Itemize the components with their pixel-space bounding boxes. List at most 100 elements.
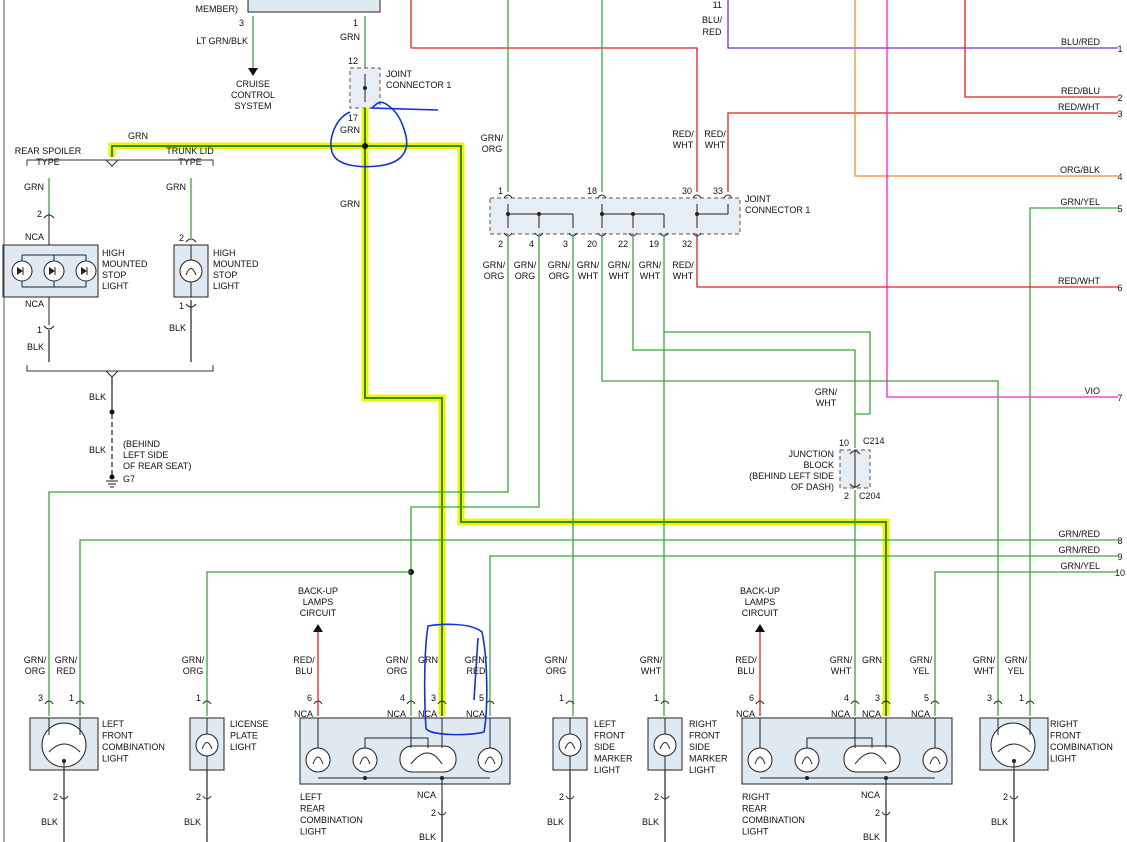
component-label: LIGHT bbox=[102, 754, 129, 764]
cruise-label: SYSTEM bbox=[234, 101, 271, 111]
wire-label: GRN bbox=[24, 182, 44, 192]
wire-label: ORG bbox=[515, 271, 536, 281]
wire-label: GRN bbox=[340, 125, 360, 135]
wire-label: GRN/ bbox=[608, 260, 631, 270]
component-label: REAR bbox=[300, 804, 326, 814]
pin-label: 2 bbox=[844, 491, 849, 501]
nca-label: NCA bbox=[911, 709, 930, 719]
component-label: MARKER bbox=[594, 754, 633, 764]
ground-label: OF REAR SEAT) bbox=[123, 461, 191, 471]
component-label: SIDE bbox=[689, 742, 710, 752]
wire-red-blu bbox=[964, 0, 1118, 98]
wire-label: RED bbox=[56, 666, 76, 676]
wire-label: BLK bbox=[184, 817, 201, 827]
body-control-module bbox=[247, 0, 381, 13]
wire-label: BLK bbox=[547, 817, 564, 827]
connector-icon bbox=[185, 238, 197, 243]
jb-label: JUNCTION bbox=[789, 449, 835, 459]
wire-red-blu bbox=[411, 47, 698, 192]
connector-icon bbox=[850, 700, 860, 705]
component-label: COMBINATION bbox=[1050, 742, 1113, 752]
wire-label: RED/ bbox=[735, 655, 757, 665]
connector-icon bbox=[660, 700, 670, 705]
wire-number: 6 bbox=[1117, 283, 1122, 293]
pin-label: 2 bbox=[431, 808, 436, 818]
pin-label: 3 bbox=[38, 693, 43, 703]
wire-org-blk bbox=[854, 0, 1118, 177]
wire-label: RED bbox=[702, 27, 722, 37]
component-label: LEFT bbox=[102, 719, 125, 729]
wire-label: BLU/RED bbox=[1061, 37, 1101, 47]
connector-icon bbox=[597, 194, 607, 199]
lamp-group bbox=[747, 745, 948, 773]
connector-icon bbox=[881, 700, 891, 705]
jc-label: CONNECTOR 1 bbox=[745, 205, 810, 215]
connector-icon bbox=[755, 700, 765, 705]
pin-label: 1 bbox=[353, 18, 358, 28]
component-label: MARKER bbox=[689, 754, 728, 764]
backup-label: BACK-UP bbox=[740, 586, 780, 596]
wire-label: BLU/ bbox=[702, 15, 723, 25]
wire-label: RED/WHT bbox=[1058, 102, 1100, 112]
connector-icon bbox=[930, 700, 940, 705]
component-label: FRONT bbox=[1050, 731, 1081, 741]
wire-label: GRN/ bbox=[1005, 655, 1028, 665]
pin-label: 2 bbox=[196, 792, 201, 802]
pin-label: 10 bbox=[839, 438, 849, 448]
pin-label: 1 bbox=[69, 693, 74, 703]
connector-icon bbox=[75, 700, 85, 705]
pin-label: 6 bbox=[749, 693, 754, 703]
wire-number: 5 bbox=[1117, 204, 1122, 214]
component-label: SIDE bbox=[594, 742, 615, 752]
ground-label: G7 bbox=[123, 474, 135, 484]
component-label: REAR bbox=[742, 804, 768, 814]
wire-label: GRN/ bbox=[830, 655, 853, 665]
arrow-icon bbox=[248, 68, 258, 76]
wire-number: 10 bbox=[1115, 568, 1125, 578]
pin-label: 2 bbox=[654, 792, 659, 802]
wire-label: GRN/YEL bbox=[1060, 197, 1100, 207]
wire-label: BLK bbox=[419, 832, 436, 842]
component-label: COMBINATION bbox=[300, 815, 363, 825]
wire-label: ORG bbox=[25, 666, 46, 676]
wire-grn-org-lr bbox=[410, 234, 540, 716]
wire-grn-wht-jb bbox=[632, 234, 856, 448]
component-label: STOP bbox=[102, 270, 126, 280]
connector-icon bbox=[44, 700, 54, 705]
pin-label: 2 bbox=[1003, 792, 1008, 802]
component-label: LIGHT bbox=[1050, 754, 1077, 764]
nca-label: NCA bbox=[862, 709, 881, 719]
wire-label: ORG bbox=[484, 271, 505, 281]
connector-label: C204 bbox=[859, 491, 881, 501]
pin-label: 2 bbox=[498, 239, 503, 249]
pen-circle-annotation bbox=[330, 101, 439, 168]
option-bracket bbox=[26, 159, 214, 166]
wire-label: RED/BLU bbox=[1061, 86, 1100, 96]
component-label: RIGHT bbox=[1050, 719, 1079, 729]
connector-icon bbox=[406, 700, 416, 705]
wire-label: RED/ bbox=[672, 260, 694, 270]
led-icon bbox=[75, 260, 97, 282]
wire-label: GRN/ bbox=[973, 655, 996, 665]
wire-label: LT GRN/BLK bbox=[196, 36, 248, 46]
splice-node bbox=[362, 143, 368, 149]
connector-icon bbox=[503, 194, 513, 199]
wire-label: BLK bbox=[27, 342, 44, 352]
wire-number: 3 bbox=[1117, 109, 1122, 119]
wire-label: GRN/ bbox=[815, 387, 838, 397]
wire-label: BLK bbox=[89, 445, 106, 455]
pin-label: 5 bbox=[924, 693, 929, 703]
connector-icon bbox=[1025, 700, 1035, 705]
wire-label: YEL bbox=[1007, 666, 1024, 676]
jb-label: BLOCK bbox=[803, 460, 834, 470]
wire-label: WHT bbox=[816, 398, 837, 408]
component-label: LIGHT bbox=[300, 827, 327, 837]
backup-label: CIRCUIT bbox=[300, 608, 337, 618]
pen-box-annotation bbox=[423, 623, 488, 736]
wire-label: GRN/RED bbox=[1058, 545, 1100, 555]
wire-grn-org-lf bbox=[48, 234, 509, 716]
wire-label: GRN/RED bbox=[1058, 529, 1100, 539]
wire-label: GRN/ bbox=[640, 655, 663, 665]
